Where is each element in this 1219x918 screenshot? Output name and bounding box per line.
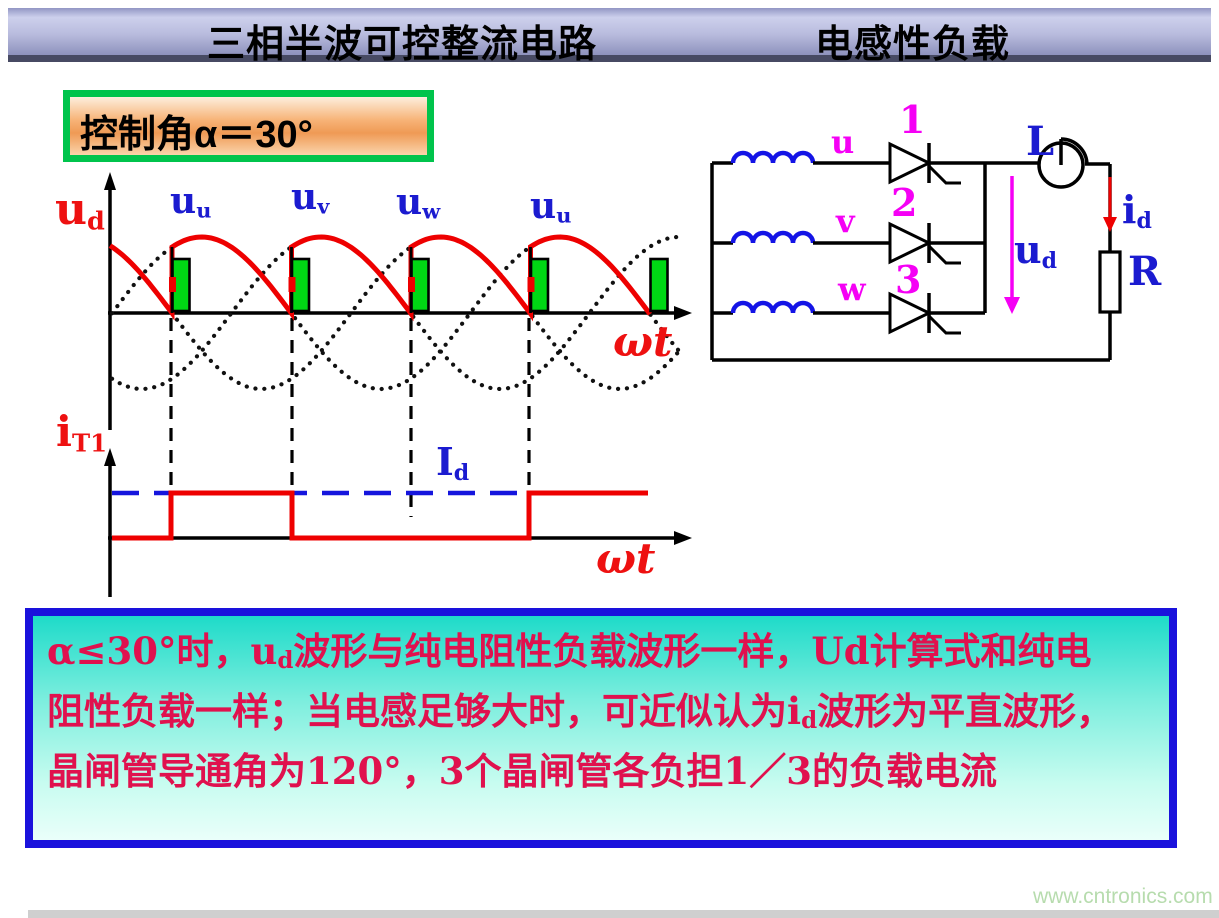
resistor-label: R xyxy=(1128,248,1162,295)
circuit-phase-u-label: u xyxy=(831,123,855,161)
omega-t-axis-label-2: ωt xyxy=(596,534,656,583)
phase-uu-label: uu xyxy=(170,180,212,223)
phase-uw-label: uw xyxy=(396,181,441,224)
note-line-1: α≤30°时，ud波形与纯电阻性负载波形一样，Ud计算式和纯电 xyxy=(47,629,1092,675)
circuit-phase-w-label: w xyxy=(838,270,866,308)
phase-uu2-label: uu xyxy=(530,185,572,228)
id-reference-label: Id xyxy=(436,439,470,486)
control-angle-text: 控制角α＝30° xyxy=(80,114,313,156)
thyristor-1-number: 1 xyxy=(899,97,926,142)
circuit-phase-v-label: v xyxy=(836,202,855,240)
control-angle-box: 控制角α＝30° xyxy=(63,90,434,162)
thyristor-3-number: 3 xyxy=(895,257,922,302)
note-line-3: 晶闸管导通角为120°，3个晶闸管各负担1／3的负载电流 xyxy=(47,749,997,794)
title-bar: 三相半波可控整流电路 电感性负载 xyxy=(8,8,1211,66)
circuit-id-label: id xyxy=(1122,187,1152,234)
watermark: www.cntronics.com xyxy=(1033,885,1213,908)
phase-uv-label: uv xyxy=(291,176,330,219)
explanation-note-box: α≤30°时，ud波形与纯电阻性负载波形一样，Ud计算式和纯电 阻性负载一样；当… xyxy=(25,608,1177,848)
inductor-label: L xyxy=(1026,118,1055,165)
slide-title: 三相半波可控整流电路 xyxy=(207,24,598,66)
page-bottom-edge xyxy=(28,910,1219,918)
omega-t-axis-label-1: ωt xyxy=(613,317,673,366)
it1-axis-label: iT1 xyxy=(56,407,108,458)
note-line-2: 阻性负载一样；当电感足够大时，可近似认为id波形为平直波形， xyxy=(47,689,1114,735)
thyristor-2-number: 2 xyxy=(891,180,918,225)
circuit-ud-label: ud xyxy=(1014,227,1058,274)
slide-subtitle: 电感性负载 xyxy=(815,24,1011,66)
ud-axis-label: ud xyxy=(55,184,105,237)
